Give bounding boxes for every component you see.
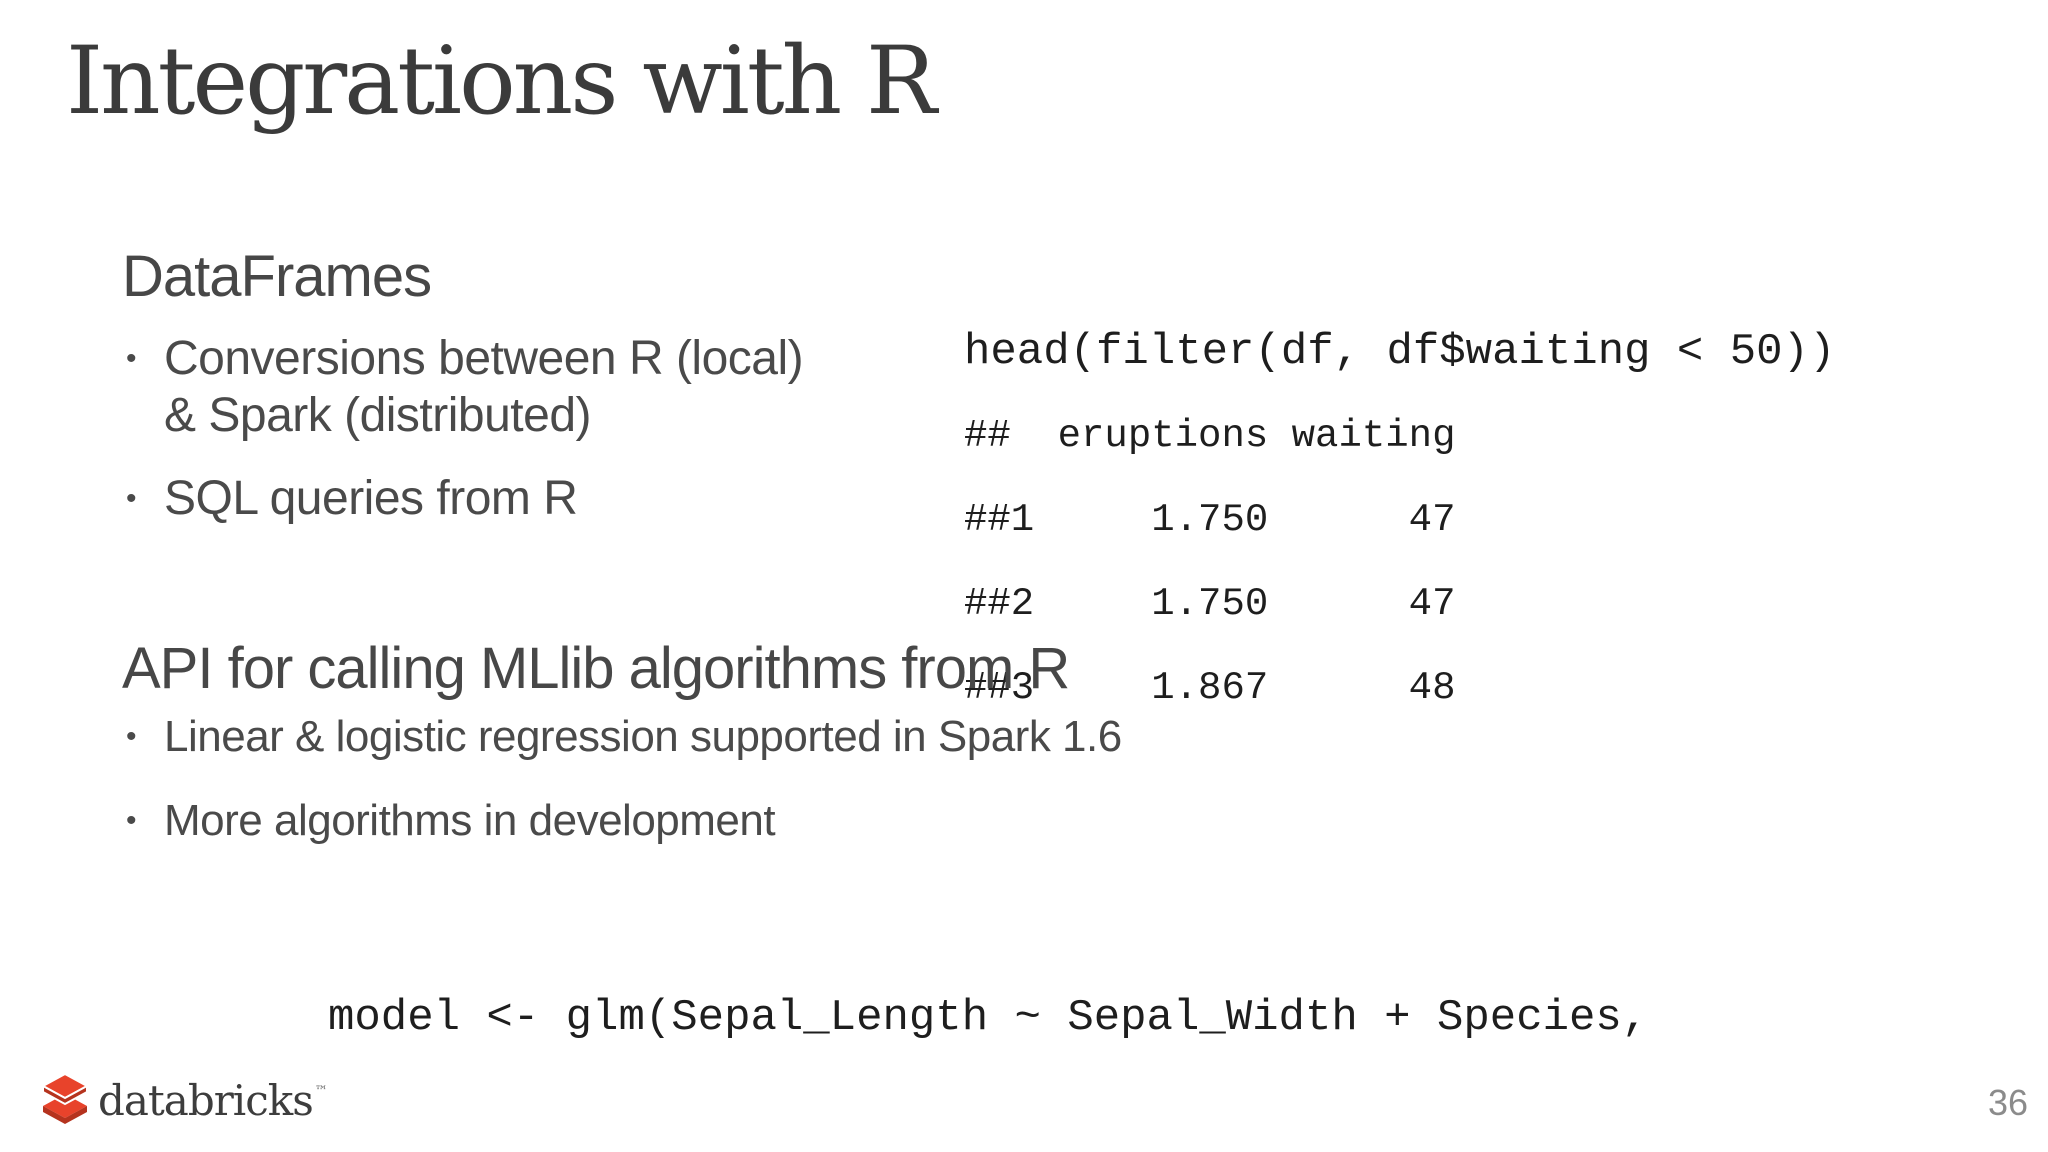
bullet-text-sql-queries: SQL queries from R <box>164 472 578 525</box>
bullet-icon: • <box>126 342 137 375</box>
logo-text: databricks <box>98 1076 314 1125</box>
code-line-output-row: ##3 1.867 48 <box>964 666 1456 710</box>
bullet-line: Conversions between R (local) <box>164 332 804 385</box>
page-number: 36 <box>1987 1082 2028 1123</box>
bullet-text-more-algorithms: More algorithms in development <box>164 796 776 845</box>
bullet-list-mllib: • Linear & logistic regression supported… <box>126 712 1122 880</box>
bullet-text-conversions: Conversions between R (local) & Spark (d… <box>164 330 804 444</box>
slide-title: Integrations with R <box>66 27 937 136</box>
databricks-bricks-icon <box>40 1072 90 1128</box>
trademark-mark: ™ <box>314 1084 328 1099</box>
bullet-text-regression: Linear & logistic regression supported i… <box>164 712 1122 761</box>
list-item: • SQL queries from R <box>126 470 803 527</box>
code-line-output-row: ##2 1.750 47 <box>964 582 1456 626</box>
code-line-output-row: ##1 1.750 47 <box>964 498 1456 542</box>
section-heading-dataframes: DataFrames <box>122 244 432 309</box>
list-item: • Conversions between R (local) & Spark … <box>126 330 804 444</box>
bullet-icon: • <box>126 720 137 753</box>
bullet-list-dataframes: • Conversions between R (local) & Spark … <box>126 330 804 553</box>
section-heading-mllib: API for calling MLlib algorithms from R <box>122 636 1070 701</box>
code-block-r-console: head(filter(df, df$waiting < 50)) ## eru… <box>964 292 1835 748</box>
list-item: • More algorithms in development <box>126 796 1122 846</box>
code-line-model: model <- glm(Sepal_Length ~ Sepal_Width … <box>328 993 1649 1043</box>
bullet-icon: • <box>126 804 137 837</box>
bullet-icon: • <box>126 482 137 515</box>
code-line-output-header: ## eruptions waiting <box>964 414 1456 458</box>
code-block-glm-model: model <- glm(Sepal_Length ~ Sepal_Width … <box>328 878 1648 1152</box>
code-line-command: head(filter(df, df$waiting < 50)) <box>964 327 1836 377</box>
list-item: • Linear & logistic regression supported… <box>126 712 1122 762</box>
bullet-line: & Spark (distributed) <box>164 389 592 442</box>
